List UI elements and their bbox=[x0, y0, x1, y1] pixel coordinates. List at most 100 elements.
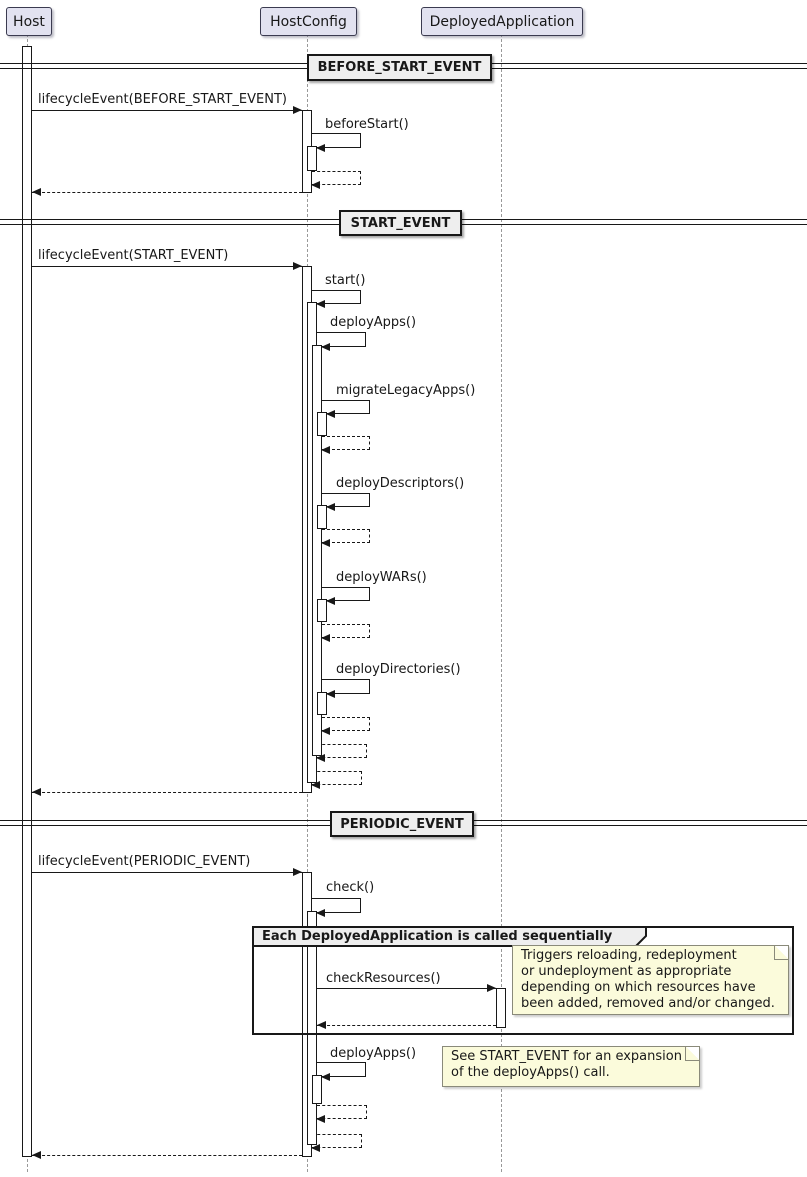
return-lifecycle-periodic bbox=[32, 1151, 302, 1159]
activation-bar-hostconfig-periodic-2 bbox=[307, 911, 317, 1145]
arrowhead-icon bbox=[32, 1151, 41, 1159]
participant-hostconfig: HostConfig bbox=[260, 7, 357, 36]
divider-before-start-event: BEFORE_START_EVENT bbox=[307, 54, 492, 81]
message-deployapps2-label: deployApps() bbox=[330, 1046, 417, 1061]
lifeline-deployedapplication bbox=[501, 34, 502, 1172]
activation-bar-host bbox=[22, 46, 32, 1157]
return-lifecycle-start bbox=[32, 788, 302, 796]
message-deploydirectories-label: deployDirectories() bbox=[336, 662, 461, 677]
note-line: Triggers reloading, redeployment bbox=[521, 948, 737, 963]
return-beforestart bbox=[311, 171, 361, 189]
participant-hostconfig-label: HostConfig bbox=[270, 13, 347, 30]
arrowhead-icon bbox=[326, 410, 335, 418]
arrowhead-icon bbox=[321, 727, 330, 735]
self-message-deploydirectories bbox=[322, 679, 370, 698]
return-deploywars bbox=[321, 624, 370, 642]
note-check-resources: Triggers reloading, redeployment or unde… bbox=[512, 945, 789, 1015]
activation-bar-deploydescriptors bbox=[317, 505, 327, 529]
message-deploydescriptors-label: deployDescriptors() bbox=[336, 476, 465, 491]
return-deploydirectories bbox=[321, 717, 370, 735]
activation-bar-deployapps2 bbox=[312, 1075, 322, 1104]
arrowhead-icon bbox=[293, 868, 302, 876]
arrowhead-icon bbox=[316, 1115, 325, 1123]
message-lifecycle-start-line bbox=[32, 262, 302, 270]
arrowhead-icon bbox=[321, 446, 330, 454]
arrowhead-icon bbox=[326, 690, 335, 698]
divider-start-event: START_EVENT bbox=[339, 210, 462, 236]
message-beforestart-label: beforeStart() bbox=[325, 117, 409, 132]
arrowhead-icon bbox=[32, 788, 41, 796]
divider-before-start-event-label: BEFORE_START_EVENT bbox=[317, 60, 482, 75]
self-message-start bbox=[312, 290, 361, 308]
message-start-label: start() bbox=[325, 273, 366, 288]
note-fold-icon bbox=[685, 1047, 699, 1061]
arrowhead-icon bbox=[321, 539, 330, 547]
self-message-deployapps2 bbox=[317, 1062, 366, 1081]
participant-host-label: Host bbox=[13, 13, 45, 30]
divider-periodic-event: PERIODIC_EVENT bbox=[330, 811, 474, 837]
message-lifecycle-start-label: lifecycleEvent(START_EVENT) bbox=[38, 248, 229, 263]
return-start bbox=[311, 771, 362, 789]
arrowhead-icon bbox=[321, 634, 330, 642]
return-lifecycle-before-start bbox=[32, 188, 302, 196]
note-line: of the deployApps() call. bbox=[451, 1065, 610, 1080]
return-deployapps2 bbox=[316, 1105, 367, 1123]
self-message-beforestart bbox=[312, 133, 361, 152]
return-deploydescriptors bbox=[321, 529, 370, 547]
participant-deployedapplication: DeployedApplication bbox=[421, 7, 583, 36]
message-deployapps-label: deployApps() bbox=[330, 315, 417, 330]
arrowhead-icon bbox=[32, 188, 41, 196]
arrowhead-icon bbox=[311, 181, 320, 189]
arrowhead-icon bbox=[311, 781, 320, 789]
activation-bar-hostconfig-before-2 bbox=[307, 146, 317, 171]
arrowhead-icon bbox=[293, 106, 302, 114]
arrowhead-icon bbox=[316, 754, 325, 762]
arrowhead-icon bbox=[311, 1144, 320, 1152]
message-migratelegacyapps-label: migrateLegacyApps() bbox=[336, 383, 476, 398]
frame-title: Each DeployedApplication is called seque… bbox=[262, 929, 613, 944]
activation-bar-deploywars bbox=[317, 599, 327, 622]
message-checkresources-label: checkResources() bbox=[326, 971, 441, 986]
note-line: been added, removed and/or changed. bbox=[521, 996, 775, 1011]
activation-bar-migratelegacyapps bbox=[317, 412, 327, 436]
divider-start-event-label: START_EVENT bbox=[350, 215, 451, 231]
activation-bar-deploydirectories bbox=[317, 692, 327, 715]
self-message-migratelegacyapps bbox=[322, 400, 370, 418]
return-check bbox=[311, 1134, 362, 1152]
arrowhead-icon bbox=[321, 343, 330, 351]
arrowhead-icon bbox=[326, 597, 335, 605]
arrowhead-icon bbox=[487, 984, 496, 992]
arrowhead-icon bbox=[317, 1021, 326, 1029]
self-message-check bbox=[312, 898, 361, 917]
message-lifecycle-before-start-line bbox=[32, 106, 302, 114]
arrowhead-icon bbox=[316, 300, 325, 308]
arrowhead-icon bbox=[326, 503, 335, 511]
note-line: depending on which resources have bbox=[521, 980, 756, 995]
self-message-deploywars bbox=[322, 587, 370, 605]
message-check-label: check() bbox=[326, 880, 375, 895]
message-lifecycle-before-start-label: lifecycleEvent(BEFORE_START_EVENT) bbox=[38, 92, 287, 107]
self-message-deploydescriptors bbox=[322, 493, 370, 511]
return-checkresources bbox=[317, 1021, 496, 1029]
arrowhead-icon bbox=[316, 909, 325, 917]
self-message-deployapps bbox=[317, 332, 366, 351]
return-migratelegacyapps bbox=[321, 436, 370, 454]
message-checkresources-line bbox=[317, 984, 496, 992]
return-deployapps bbox=[316, 744, 367, 762]
note-deploy-apps: See START_EVENT for an expansion of the … bbox=[442, 1046, 700, 1087]
divider-periodic-event-label: PERIODIC_EVENT bbox=[340, 816, 464, 832]
arrowhead-icon bbox=[293, 262, 302, 270]
activation-bar-hostconfig-start-3 bbox=[312, 345, 322, 756]
note-line: or undeployment as appropriate bbox=[521, 964, 732, 979]
arrowhead-icon bbox=[316, 144, 325, 152]
participant-host: Host bbox=[6, 7, 52, 36]
activation-bar-deployedapplication bbox=[496, 988, 506, 1028]
message-deploywars-label: deployWARs() bbox=[336, 570, 427, 585]
note-fold-icon bbox=[774, 946, 788, 960]
frame-header bbox=[252, 926, 647, 947]
participant-deployedapplication-label: DeployedApplication bbox=[429, 13, 575, 30]
arrowhead-icon bbox=[321, 1073, 330, 1081]
message-lifecycle-periodic-line bbox=[32, 868, 302, 876]
message-lifecycle-periodic-label: lifecycleEvent(PERIODIC_EVENT) bbox=[38, 854, 251, 869]
